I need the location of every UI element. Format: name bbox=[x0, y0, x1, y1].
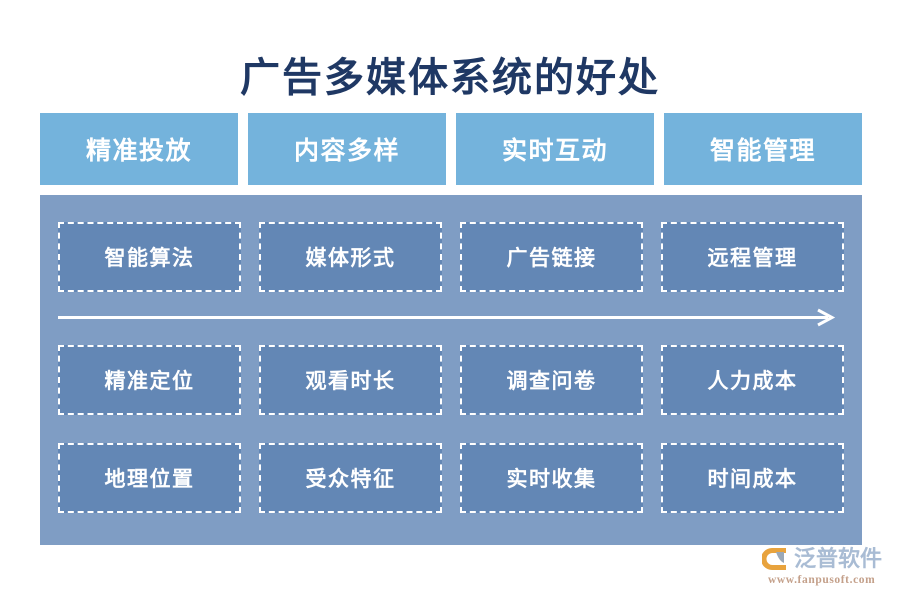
card-label: 精准定位 bbox=[104, 369, 195, 393]
card-labor-cost[interactable]: 人力成本 bbox=[661, 345, 844, 415]
card-label: 广告链接 bbox=[506, 246, 597, 270]
card-remote-management[interactable]: 远程管理 bbox=[661, 222, 844, 292]
logo-name: 泛普软件 bbox=[794, 545, 883, 571]
card-label: 调查问卷 bbox=[506, 369, 597, 393]
card-watch-duration[interactable]: 观看时长 bbox=[259, 345, 442, 415]
card-row-2: 精准定位 观看时长 调查问卷 人力成本 bbox=[58, 345, 844, 415]
tab-bar: 精准投放 内容多样 实时互动 智能管理 bbox=[40, 113, 862, 185]
card-label: 观看时长 bbox=[305, 369, 396, 393]
card-label: 地理位置 bbox=[104, 467, 195, 491]
card-realtime-collection[interactable]: 实时收集 bbox=[460, 443, 643, 513]
card-label: 人力成本 bbox=[707, 369, 798, 393]
tab-realtime-interaction[interactable]: 实时互动 bbox=[456, 113, 654, 185]
tab-smart-management[interactable]: 智能管理 bbox=[664, 113, 862, 185]
card-label: 时间成本 bbox=[707, 467, 798, 491]
card-geo-location[interactable]: 地理位置 bbox=[58, 443, 241, 513]
tab-label: 精准投放 bbox=[85, 138, 192, 165]
card-label: 实时收集 bbox=[506, 467, 597, 491]
card-label: 媒体形式 bbox=[305, 246, 396, 270]
tab-content-variety[interactable]: 内容多样 bbox=[248, 113, 446, 185]
card-questionnaire[interactable]: 调查问卷 bbox=[460, 345, 643, 415]
tab-label: 内容多样 bbox=[293, 138, 400, 165]
card-row-3: 地理位置 受众特征 实时收集 时间成本 bbox=[58, 443, 844, 513]
tab-label: 实时互动 bbox=[501, 138, 608, 165]
tab-precision-delivery[interactable]: 精准投放 bbox=[40, 113, 238, 185]
fanpu-swoosh-icon bbox=[762, 545, 790, 572]
card-ad-link[interactable]: 广告链接 bbox=[460, 222, 643, 292]
arrow-right-icon bbox=[58, 307, 844, 329]
card-media-format[interactable]: 媒体形式 bbox=[259, 222, 442, 292]
card-label: 智能算法 bbox=[104, 246, 195, 270]
card-smart-algorithm[interactable]: 智能算法 bbox=[58, 222, 241, 292]
card-row-1: 智能算法 媒体形式 广告链接 远程管理 bbox=[58, 222, 844, 292]
brand-logo[interactable]: 泛普软件 www.fanpusoft.com bbox=[762, 543, 894, 593]
page-title: 广告多媒体系统的好处 bbox=[240, 55, 660, 100]
card-label: 远程管理 bbox=[707, 246, 798, 270]
logo-row: 泛普软件 bbox=[762, 543, 894, 573]
card-time-cost[interactable]: 时间成本 bbox=[661, 443, 844, 513]
card-audience-profile[interactable]: 受众特征 bbox=[259, 443, 442, 513]
card-precise-positioning[interactable]: 精准定位 bbox=[58, 345, 241, 415]
tab-label: 智能管理 bbox=[709, 138, 816, 165]
logo-url: www.fanpusoft.com bbox=[768, 574, 876, 586]
card-label: 受众特征 bbox=[305, 467, 396, 491]
content-panel: 智能算法 媒体形式 广告链接 远程管理 精准定位 观 bbox=[40, 195, 862, 545]
